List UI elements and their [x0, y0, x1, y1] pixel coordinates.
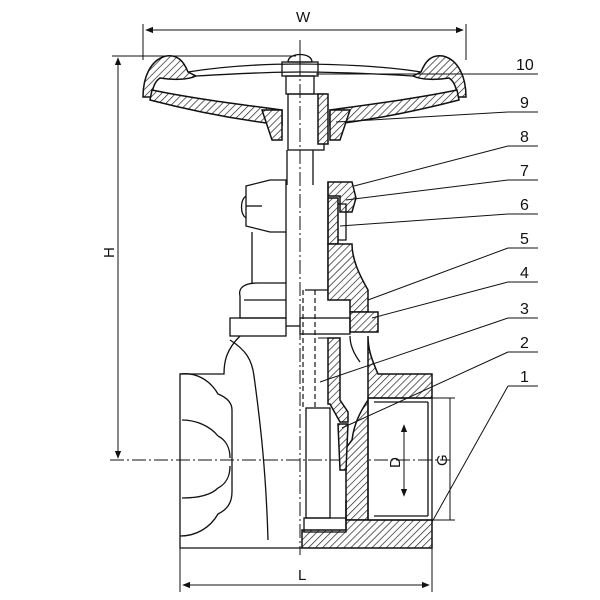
dimension-height: H [101, 55, 296, 459]
gate-wedge [302, 289, 349, 533]
packing-nut [240, 179, 357, 300]
callout-6: 6 [520, 197, 529, 214]
dimension-width: W [142, 9, 467, 60]
dimension-label-w: W [296, 9, 311, 26]
callout-7: 7 [520, 163, 529, 180]
callout-labels: 10 9 8 7 6 5 4 3 2 1 [516, 57, 534, 386]
callout-2: 2 [520, 335, 529, 352]
callout-9: 9 [520, 95, 529, 112]
callout-8: 8 [520, 129, 529, 146]
callout-4: 4 [520, 265, 529, 282]
callout-1: 1 [520, 369, 529, 386]
dimension-label-h: H [101, 247, 118, 258]
callout-5: 5 [520, 231, 529, 248]
callout-10: 10 [516, 57, 534, 74]
dimension-label-l: L [298, 567, 306, 584]
handwheel [142, 54, 467, 141]
valve-stem [286, 93, 329, 185]
dimension-label-d: D [387, 457, 404, 468]
valve-body [179, 335, 433, 549]
bonnet [229, 243, 379, 337]
leader-lines [316, 73, 538, 523]
callout-3: 3 [520, 301, 529, 318]
